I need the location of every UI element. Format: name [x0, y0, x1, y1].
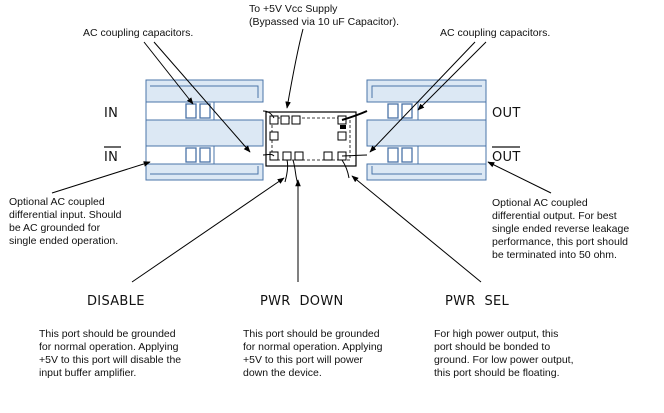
ac-caps-left-arrow-b	[153, 41, 251, 153]
pwr-sel-desc-line-3: ground. For low power output,	[434, 354, 574, 366]
disable-desc-line-1: This port should be grounded	[39, 328, 176, 340]
pwr-down-label: PWR DOWN	[260, 294, 344, 309]
ac-caps-left-label: AC coupling capacitors.	[83, 27, 193, 39]
ac-capacitor-out-bar-b	[401, 147, 413, 163]
pwr-sel-arrow	[351, 175, 482, 283]
left-board	[145, 79, 264, 181]
ac-caps-right-label: AC coupling capacitors.	[440, 27, 550, 39]
ic-package	[265, 111, 357, 167]
disable-desc-line-3: +5V to this port will disable the	[39, 354, 181, 366]
pwr-down-desc-line-1: This port should be grounded	[243, 328, 380, 340]
ac-capacitor-in-a	[185, 103, 197, 119]
pwr-sel-desc-line-4: this port should be floating.	[434, 367, 560, 379]
ac-capacitor-in-b	[199, 103, 211, 119]
port-in-label: IN	[104, 106, 118, 121]
ac-caps-right-arrow-a	[369, 41, 476, 153]
diff-input-note-line-1: Optional AC coupled	[9, 196, 105, 208]
diff-output-note-line-3: single ended reverse leakage	[492, 223, 629, 235]
out-line-trace	[417, 101, 487, 121]
ac-capacitor-out-a	[387, 103, 399, 119]
diff-input-note-line-2: differential input. Should	[9, 209, 122, 221]
right-board	[366, 79, 487, 181]
ac-capacitor-out-b	[401, 103, 413, 119]
out-bar-line-trace	[417, 145, 487, 165]
in-bar-line-trace	[145, 145, 215, 165]
diff-output-note-line-5: be terminated into 50 ohm.	[492, 249, 617, 261]
left-board-outline	[145, 79, 264, 181]
ac-capacitor-in-bar-b	[199, 147, 211, 163]
diff-output-arrow	[487, 161, 552, 194]
supply-note-line-1: To +5V Vcc Supply	[249, 3, 338, 15]
diff-output-note-line-2: differential output. For best	[492, 210, 617, 222]
ac-capacitor-out-bar-a	[387, 147, 399, 163]
bond-wires	[262, 110, 368, 185]
pwr-down-desc-line-3: +5V to this port will power	[243, 354, 363, 366]
supply-arrow	[285, 28, 304, 109]
disable-label: DISABLE	[87, 294, 145, 309]
ac-caps-left-arrow-a	[143, 41, 194, 105]
port-in-bar-label: IN	[104, 150, 118, 165]
diff-output-note-line-1: Optional AC coupled	[492, 197, 588, 209]
pwr-down-desc-line-4: down the device.	[243, 367, 322, 379]
right-board-outline	[366, 79, 487, 181]
diff-output-note-line-4: performance, this port should	[492, 236, 628, 248]
diff-input-note-line-4: single ended operation.	[9, 235, 118, 247]
diff-input-arrow	[51, 161, 151, 194]
pwr-sel-desc-line-1: For high power output, this	[434, 328, 558, 340]
port-out-label: OUT	[492, 106, 521, 121]
disable-desc-line-4: input buffer amplifier.	[39, 367, 136, 379]
port-out-bar-label: OUT	[492, 150, 521, 165]
disable-arrow	[131, 177, 285, 283]
disable-desc-line-2: for normal operation. Applying	[39, 341, 179, 353]
pwr-sel-label: PWR SEL	[445, 294, 510, 309]
ac-capacitor-in-bar-a	[185, 147, 197, 163]
pwr-down-desc-line-2: for normal operation. Applying	[243, 341, 383, 353]
ac-caps-right-arrow-b	[417, 41, 487, 111]
pwr-sel-desc-line-2: port should be bonded to	[434, 341, 550, 353]
supply-note-line-2: (Bypassed via 10 uF Capacitor).	[249, 16, 399, 28]
diff-input-note-line-3: be AC grounded for	[9, 222, 101, 234]
